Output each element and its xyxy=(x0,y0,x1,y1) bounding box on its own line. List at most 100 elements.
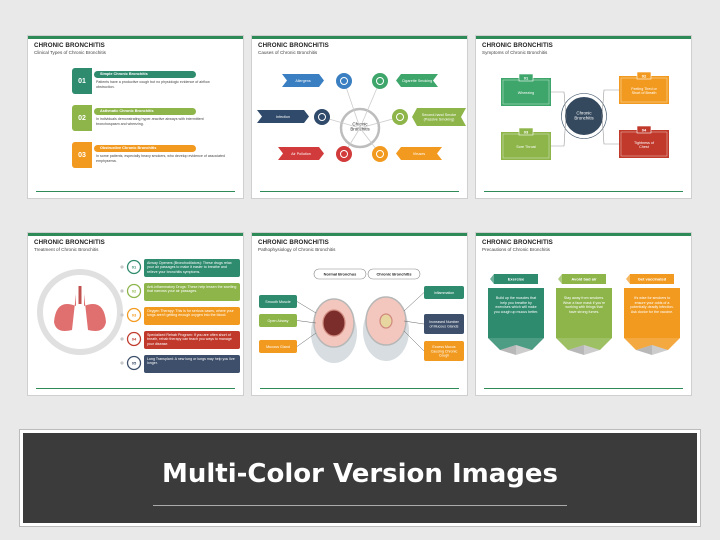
trachea-icon xyxy=(78,286,82,304)
cause-icon xyxy=(392,109,408,125)
slide-accent-bar xyxy=(28,36,243,39)
symptom-number-tab xyxy=(636,125,652,134)
bronchitis-feature-label: Inflammation xyxy=(434,291,455,295)
treatment-text: Airway Openers (Bronchodilators): These … xyxy=(147,260,232,274)
cause-box xyxy=(396,74,438,87)
treatment-box xyxy=(144,355,240,373)
cause-icon xyxy=(372,73,388,89)
precaution-header xyxy=(562,274,606,284)
precaution-heading: Avoid bad air xyxy=(571,277,597,282)
symptom-label: Sore Throat xyxy=(516,145,535,149)
connector-dot xyxy=(120,265,124,269)
slide-thumbnail-precautions[interactable]: CHRONIC BRONCHITIS Precautions of Chroni… xyxy=(475,232,692,396)
treatment-text: Specialized Rehab Program: If you are of… xyxy=(147,332,232,346)
treatment-box xyxy=(144,283,240,301)
connector-line xyxy=(601,115,619,145)
type-heading: Asthmatic Chronic Bronchitis xyxy=(94,108,196,115)
normal-feature-label: Smooth Muscle xyxy=(265,300,290,304)
slide-subtitle: Pathophysiology of Chronic Bronchitis xyxy=(258,247,336,252)
cause-label: Viruses xyxy=(413,152,425,156)
slide-title: CHRONIC BRONCHITIS xyxy=(258,42,329,49)
cause-icon-glyph xyxy=(396,113,404,121)
type-description: Patients have a productive cough but no … xyxy=(96,80,210,89)
slide-thumbnail-pathophysiology[interactable]: CHRONIC BRONCHITIS Pathophysiology of Ch… xyxy=(251,232,468,396)
treatment-box xyxy=(144,307,240,325)
type-description: In individuals demonstrating hyper-react… xyxy=(96,117,204,126)
connector-line xyxy=(551,115,567,147)
type-description: In some patients, especially heavy smoke… xyxy=(96,154,226,163)
pointer-line xyxy=(403,330,425,352)
type-heading: Simple Chronic Bronchitis xyxy=(94,71,196,78)
normal-feature-label: Mucous Gland xyxy=(266,345,290,349)
cause-icon xyxy=(314,109,330,125)
slide-thumbnail-causes[interactable]: CHRONIC BRONCHITIS Causes of Chronic Bro… xyxy=(251,35,468,199)
slide-title: CHRONIC BRONCHITIS xyxy=(482,42,553,49)
treatment-number-circle xyxy=(126,283,142,299)
connector-line xyxy=(551,91,567,117)
ribbon-shadow xyxy=(516,345,532,355)
cause-label: Infection xyxy=(276,115,290,119)
precaution-card xyxy=(624,288,680,338)
cause-box xyxy=(278,147,324,160)
precaution-card xyxy=(556,288,612,338)
treatment-number-circle xyxy=(126,259,142,275)
slide-thumbnail-treatment[interactable]: CHRONIC BRONCHITIS Treatment of Chronic … xyxy=(27,232,244,396)
precaution-text: It's wise for smokers to ensure your odd… xyxy=(630,296,674,314)
normal-feature-label: Open Airway xyxy=(268,319,289,323)
precaution-heading: Get vaccinated xyxy=(638,277,667,282)
card-ribbon xyxy=(488,338,544,350)
treatment-number: 01 xyxy=(132,264,137,269)
type-number: 01 xyxy=(72,68,92,94)
ribbon-shadow xyxy=(568,345,584,355)
treatment-number-circle xyxy=(126,307,142,323)
bronchus-label: Chronic Bronchitis xyxy=(376,272,411,277)
connector-line xyxy=(359,80,381,129)
slide-thumbnail-symptoms[interactable]: CHRONIC BRONCHITIS Symptoms of Chronic B… xyxy=(475,35,692,199)
connector-dot xyxy=(120,337,124,341)
ribbon-shadow xyxy=(584,345,600,355)
treatment-number: 02 xyxy=(132,288,137,293)
cause-icon-glyph xyxy=(318,113,326,121)
slide-title: CHRONIC BRONCHITIS xyxy=(482,239,553,246)
ribbon-shadow xyxy=(636,345,652,355)
slide-footer-line xyxy=(36,191,235,192)
symptom-number-tab xyxy=(636,71,652,80)
symptom-box xyxy=(619,130,669,158)
normal-feature-box xyxy=(259,295,297,308)
header-fold xyxy=(558,274,562,284)
normal-feature-box xyxy=(259,314,297,327)
precaution-header xyxy=(494,274,538,284)
bronchitis-feature-box xyxy=(424,341,464,361)
slide-subtitle: Symptoms of Chronic Bronchitis xyxy=(482,50,548,55)
normal-feature-box xyxy=(259,340,297,353)
symptom-number-tab xyxy=(518,127,534,136)
pointer-line xyxy=(403,320,425,325)
symptom-number: 04 xyxy=(642,128,647,133)
slide-thumbnail-clinical-types[interactable]: CHRONIC BRONCHITIS Clinical Types of Chr… xyxy=(27,35,244,199)
cause-box xyxy=(412,108,466,126)
type-heading: Obstructive Chronic Bronchitis xyxy=(94,145,196,152)
center-circle xyxy=(563,95,605,137)
cause-box xyxy=(396,147,442,160)
symptom-box xyxy=(619,76,669,104)
symptom-number: 02 xyxy=(642,74,647,79)
footer-title: Multi-Color Version Images xyxy=(161,459,559,489)
bronchitis-feature-box xyxy=(424,286,464,299)
connector-dot xyxy=(120,361,124,365)
cause-icon xyxy=(336,146,352,162)
bronchus-label-pill xyxy=(313,268,367,280)
slide-footer-line xyxy=(260,388,459,389)
right-lung-icon xyxy=(84,294,106,331)
footer-banner: Multi-Color Version Images xyxy=(19,429,701,527)
type-number: 03 xyxy=(72,142,92,168)
treatment-number: 05 xyxy=(132,360,137,365)
